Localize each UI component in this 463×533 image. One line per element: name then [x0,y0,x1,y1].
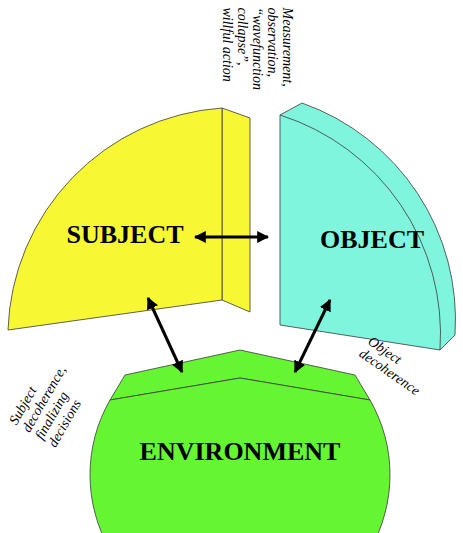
node-title: SUBJECT [66,220,183,250]
edge-label: Measurement, observation, “wavefunction … [220,8,295,103]
edge-label: Subject decoherence, finalizing decision… [6,350,98,449]
wedge-face [280,103,455,350]
wedge-face [90,378,390,533]
wedge-face [110,350,370,400]
double-arrow [295,300,330,372]
node-title: ENVIRONMENT [140,437,341,467]
wedge-node: OBJECT [275,95,463,360]
wedge-node: SUBJECT [0,100,255,350]
double-arrow [195,236,268,239]
double-arrow [148,298,182,372]
wedge-face [280,115,441,350]
node-title: OBJECT [320,225,424,255]
edge-label: Object decoherence [357,333,444,406]
wedge-node: ENVIRONMENT [85,345,395,530]
wedge-face [222,108,250,312]
wedge-face [8,108,222,330]
